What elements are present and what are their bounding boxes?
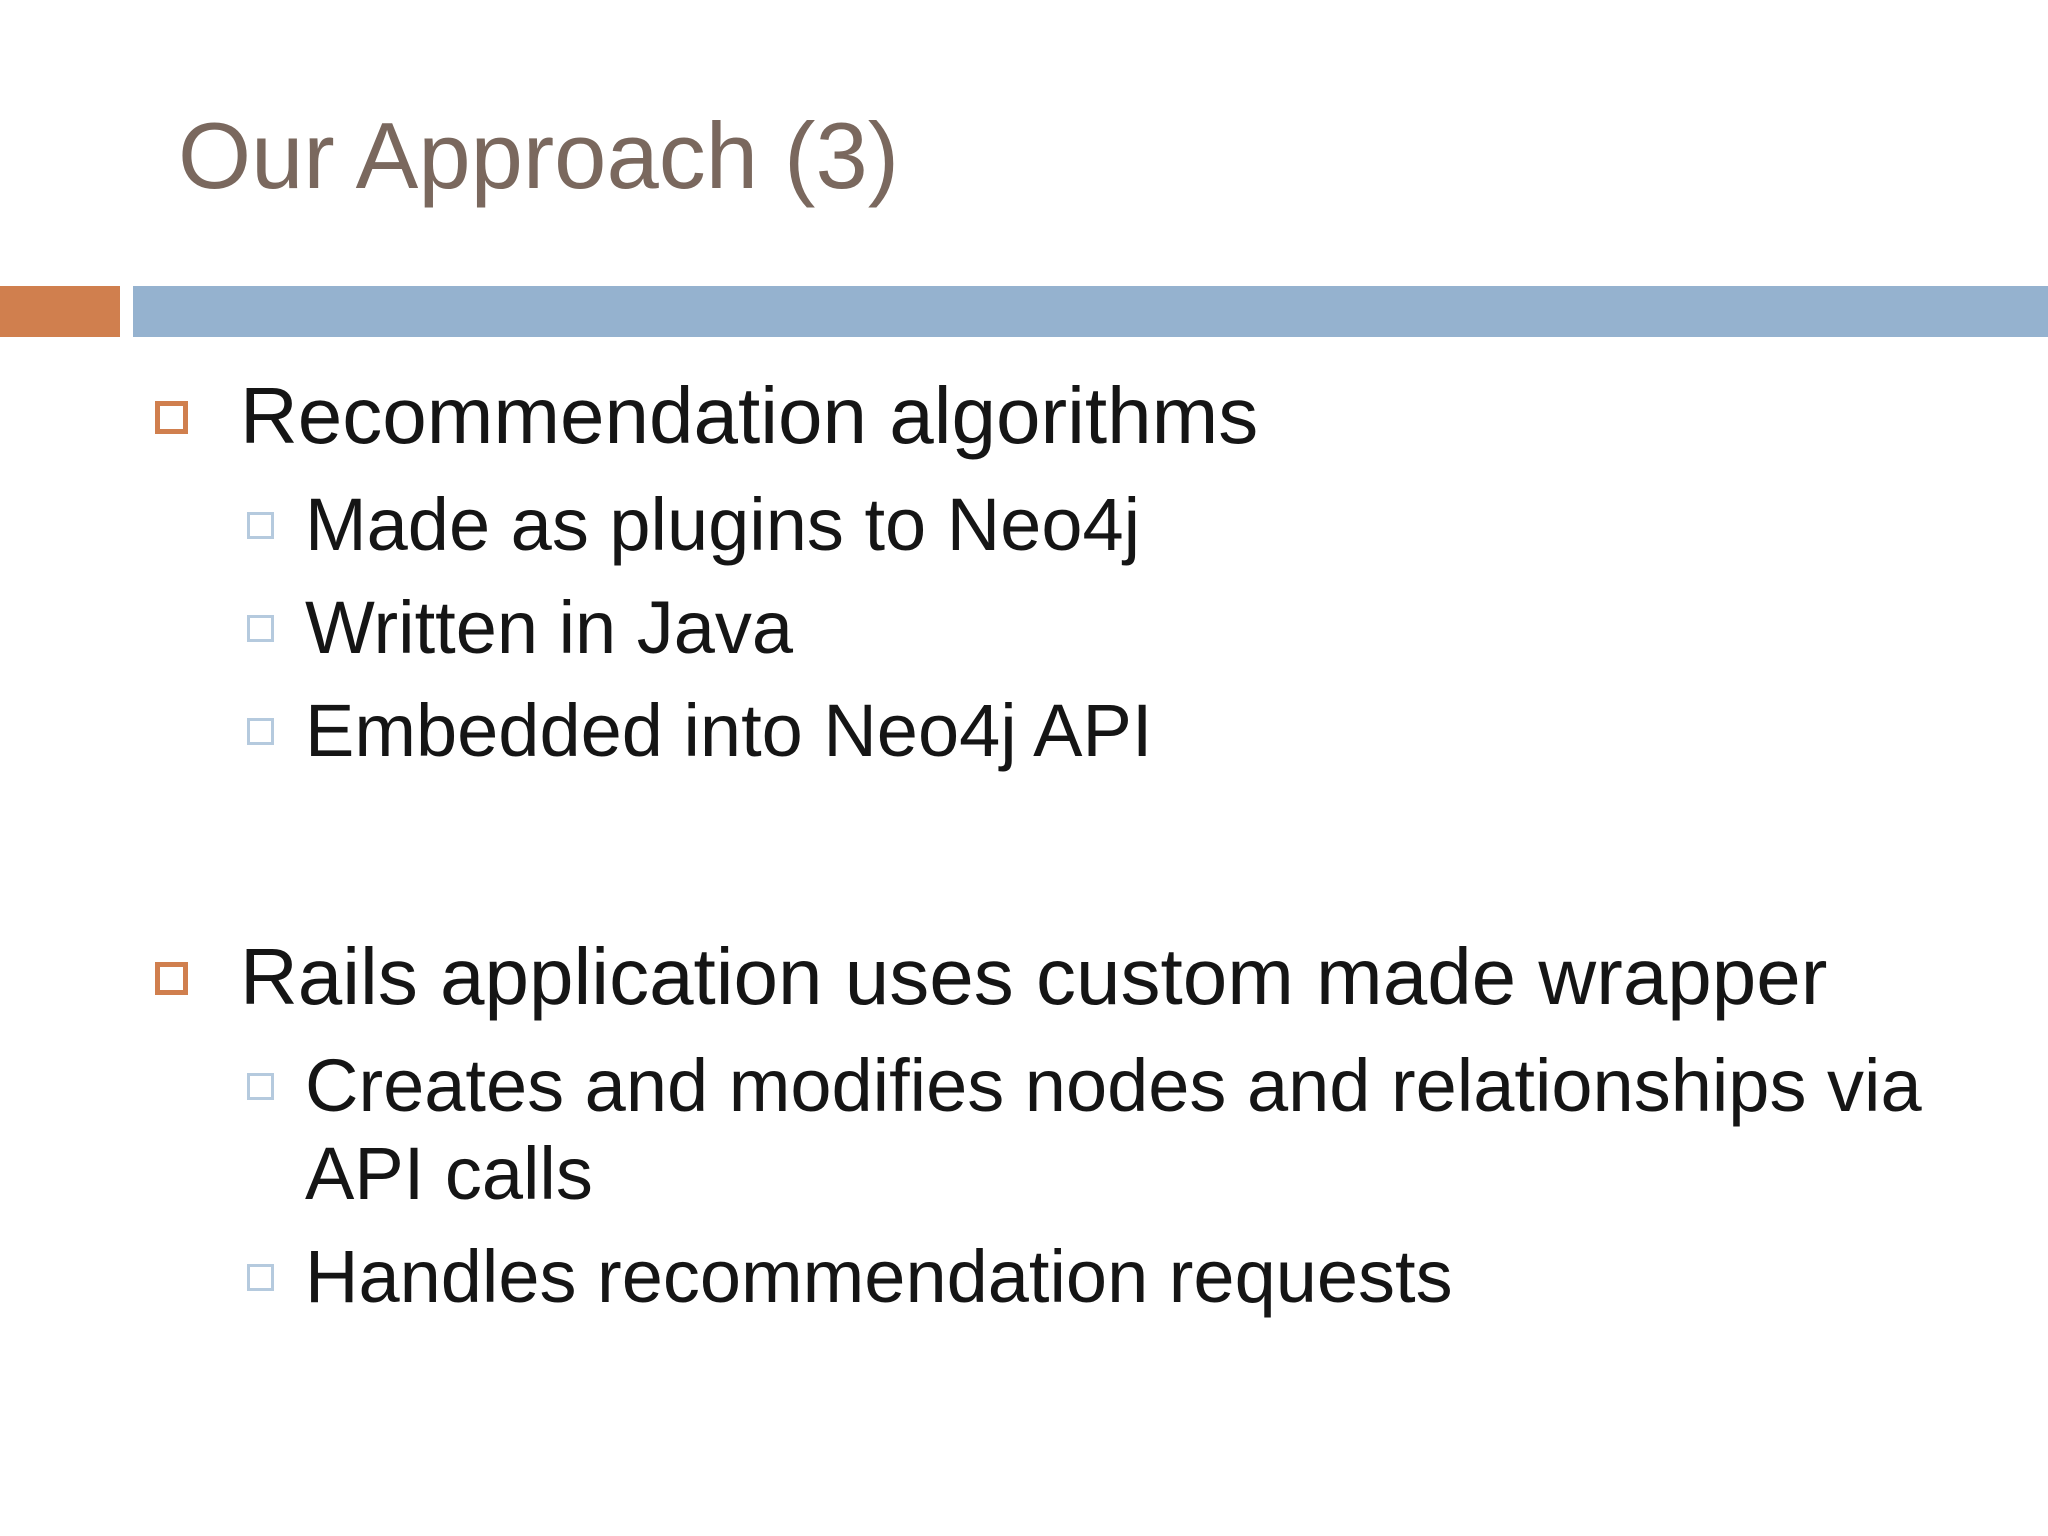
list-item-label: Rails application uses custom made wrapp… xyxy=(240,932,1828,1021)
slide-title: Our Approach (3) xyxy=(178,103,900,208)
accent-bar-orange xyxy=(0,286,120,337)
list-item-level1: Rails application uses custom made wrapp… xyxy=(155,933,2015,1021)
blue-square-bullet-icon xyxy=(247,615,274,642)
blue-square-bullet-icon xyxy=(247,1264,274,1291)
orange-square-bullet-icon xyxy=(155,401,188,434)
list-item-level2: Embedded into Neo4j API xyxy=(247,687,2015,775)
list-item-level2: Handles recommendation requests xyxy=(247,1233,2015,1321)
bullet-section-recommendation-algorithms: Recommendation algorithms Made as plugin… xyxy=(155,372,2015,775)
list-item-label: Written in Java xyxy=(305,586,794,669)
blue-square-bullet-icon xyxy=(247,718,274,745)
blue-square-bullet-icon xyxy=(247,1073,274,1100)
list-item-label: Creates and modifies nodes and relations… xyxy=(305,1044,1922,1215)
list-item-label: Embedded into Neo4j API xyxy=(305,689,1153,772)
sub-list: Made as plugins to Neo4j Written in Java… xyxy=(155,481,2015,775)
orange-square-bullet-icon xyxy=(155,962,188,995)
list-item-level2: Made as plugins to Neo4j xyxy=(247,481,2015,569)
list-item-level2: Creates and modifies nodes and relations… xyxy=(247,1042,2015,1218)
list-item-label: Recommendation algorithms xyxy=(240,371,1259,460)
blue-square-bullet-icon xyxy=(247,512,274,539)
sub-list: Creates and modifies nodes and relations… xyxy=(155,1042,2015,1321)
slide-body: Recommendation algorithms Made as plugin… xyxy=(155,372,2015,1321)
list-item-level2: Written in Java xyxy=(247,584,2015,672)
bullet-section-rails-application: Rails application uses custom made wrapp… xyxy=(155,933,2015,1321)
list-item-label: Handles recommendation requests xyxy=(305,1235,1453,1318)
list-item-level1: Recommendation algorithms xyxy=(155,372,2015,460)
accent-bar-blue xyxy=(133,286,2048,337)
list-item-label: Made as plugins to Neo4j xyxy=(305,483,1141,566)
